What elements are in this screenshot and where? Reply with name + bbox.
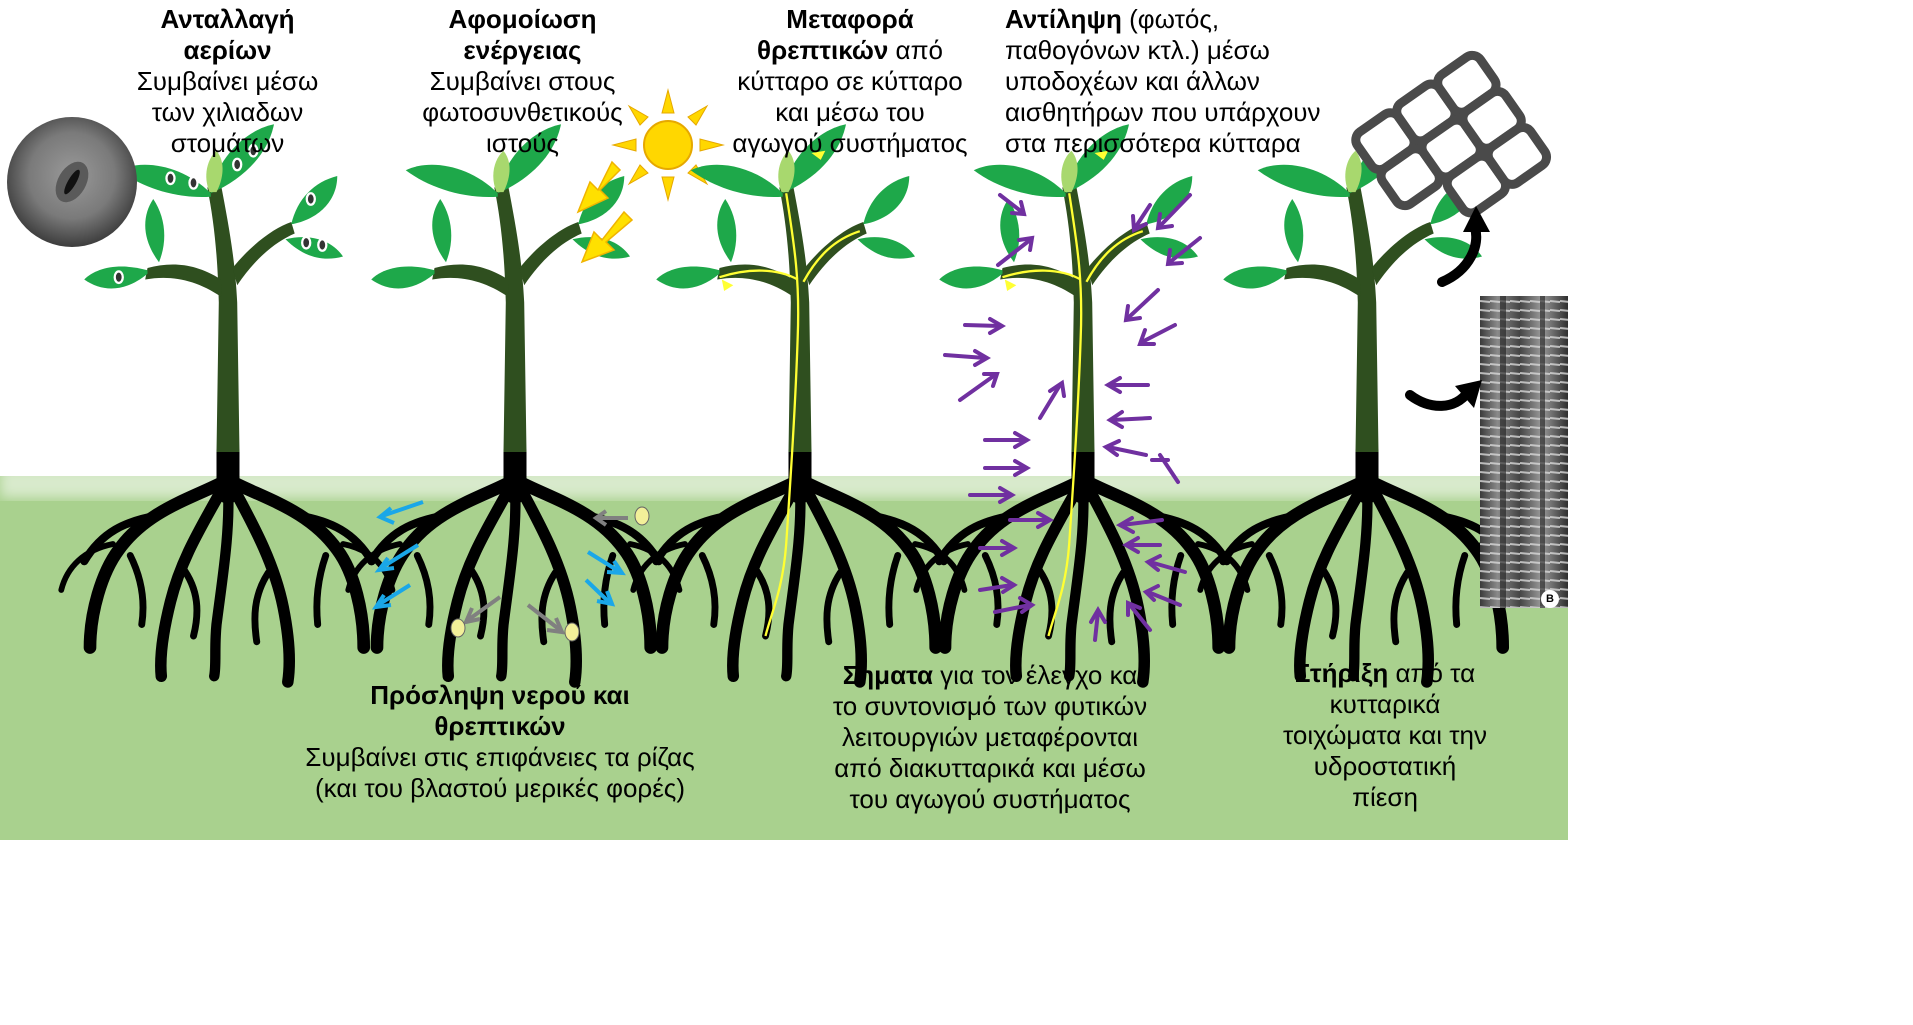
label-energy-assimilation: Αφομοίωση ενέργειας Συμβαίνει στους φωτο…	[385, 4, 660, 159]
xylem-micrograph	[1480, 296, 1568, 608]
label-gas-exchange: Ανταλλαγή αερίων Συμβαίνει μέσω των χιλι…	[100, 4, 355, 159]
micrograph-label: B	[1541, 590, 1559, 608]
label-nutrient-transport: Μεταφορά θρεπτικών από κύτταρο σε κύτταρ…	[705, 4, 995, 159]
curved-arrow-icon	[1410, 380, 1482, 408]
label-support: Στήριξη από τα κυτταρικά τοιχώματα και τ…	[1255, 658, 1515, 813]
label-perception: Αντίληψη (φωτός, παθογόνων κτλ.) μέσω υπ…	[1005, 4, 1375, 159]
label-water-uptake: Πρόσληψη νερού και θρεπτικών Συμβαίνει σ…	[255, 680, 745, 804]
label-signals: Σηματα για τον έλεγχο κα το συντονισμό τ…	[780, 660, 1200, 815]
